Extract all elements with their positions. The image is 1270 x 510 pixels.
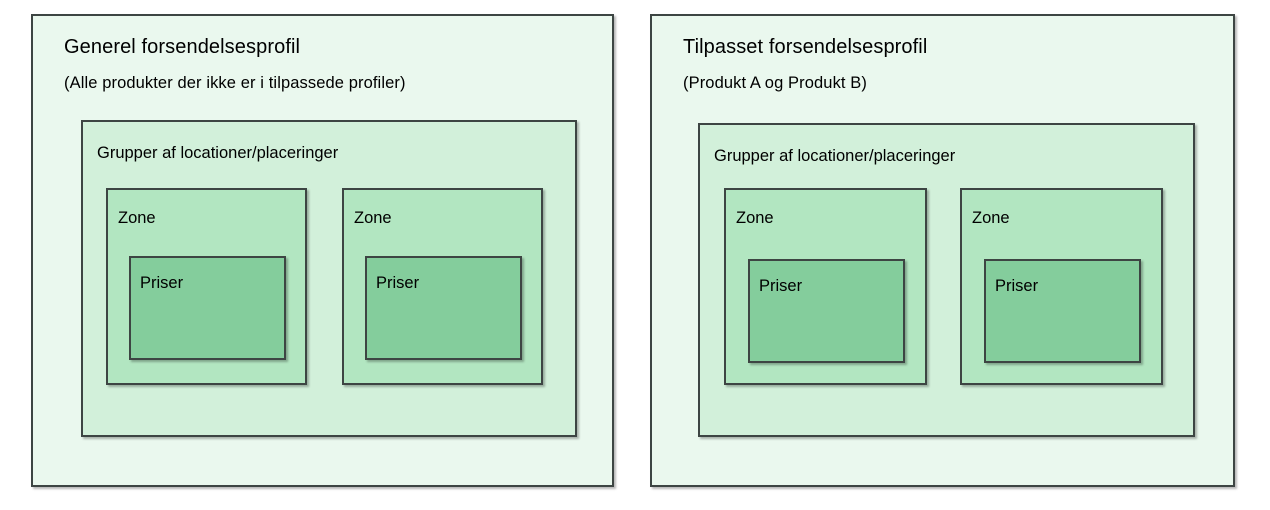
zone-box: Zone Priser [342, 188, 543, 385]
location-group-box: Grupper af locationer/placeringer Zone P… [81, 120, 577, 437]
price-box: Priser [129, 256, 286, 360]
profile-panel-custom: Tilpasset forsendelsesprofil (Produkt A … [650, 14, 1235, 487]
panel-title: Tilpasset forsendelsesprofil [683, 36, 928, 58]
zone-label: Zone [736, 209, 774, 227]
zone-box: Zone Priser [960, 188, 1163, 385]
panel-subtitle: (Alle produkter der ikke er i tilpassede… [64, 74, 406, 92]
zone-box: Zone Priser [106, 188, 307, 385]
location-group-label: Grupper af locationer/placeringer [97, 144, 339, 162]
zone-label: Zone [972, 209, 1010, 227]
panel-title: Generel forsendelsesprofil [64, 36, 301, 58]
panel-subtitle: (Produkt A og Produkt B) [683, 74, 867, 92]
price-label: Priser [995, 277, 1039, 295]
price-label: Priser [140, 274, 184, 292]
price-box: Priser [984, 259, 1141, 363]
zone-label: Zone [354, 209, 392, 227]
price-label: Priser [376, 274, 420, 292]
price-box: Priser [748, 259, 905, 363]
location-group-label: Grupper af locationer/placeringer [714, 147, 956, 165]
price-box: Priser [365, 256, 522, 360]
zone-box: Zone Priser [724, 188, 927, 385]
profile-panel-general: Generel forsendelsesprofil (Alle produkt… [31, 14, 614, 487]
price-label: Priser [759, 277, 803, 295]
location-group-box: Grupper af locationer/placeringer Zone P… [698, 123, 1195, 437]
zone-label: Zone [118, 209, 156, 227]
